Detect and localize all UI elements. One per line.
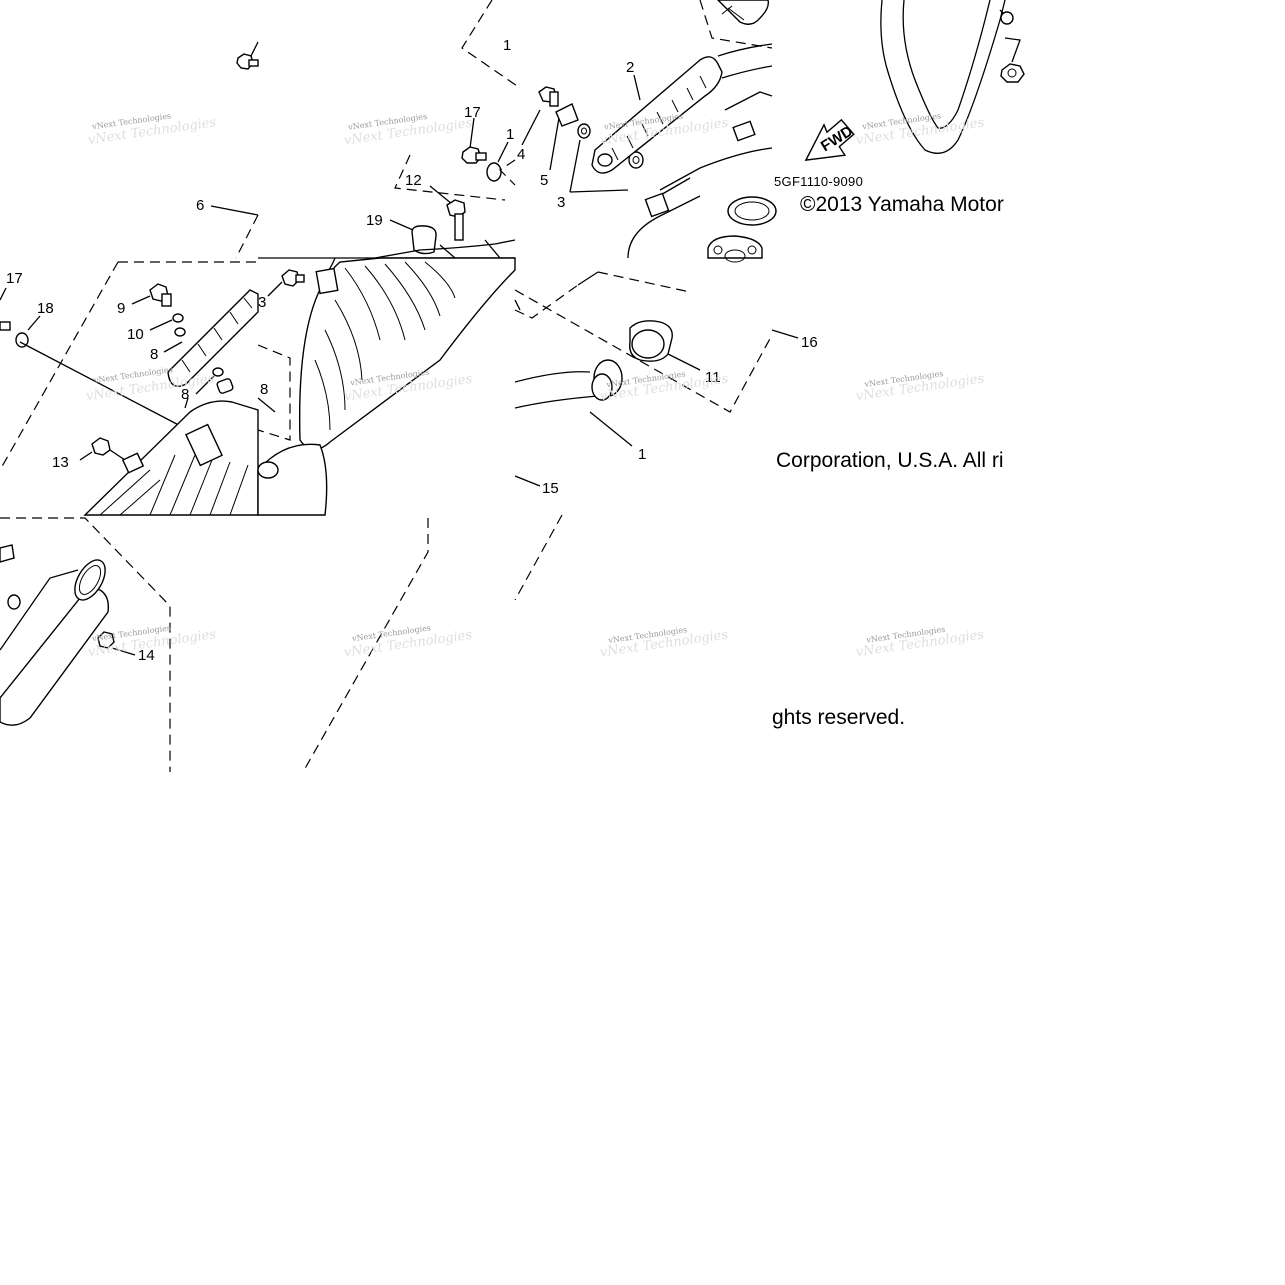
callout-1-pipe: 1	[638, 446, 646, 463]
rubber-cap-part	[411, 225, 437, 255]
bolt-part	[0, 321, 11, 331]
muffler-outline	[324, 239, 516, 276]
bolt-part	[97, 631, 115, 649]
clamp-part	[717, 0, 770, 25]
callout-13: 13	[52, 454, 69, 471]
muffler-body	[83, 400, 259, 516]
callout-8-a: 8	[150, 346, 158, 363]
muffler-main-body	[298, 257, 516, 451]
tile-middle-right-inner	[514, 271, 799, 447]
tile-middle-middle	[257, 257, 516, 516]
tail-pipe	[257, 443, 328, 516]
copyright-line-2: Corporation, U.S.A. All ri	[776, 449, 1004, 472]
bolt-part	[236, 53, 259, 70]
copyright-line-1: ©2013 Yamaha Motor	[800, 193, 1004, 216]
callout-10: 10	[127, 326, 144, 343]
tile-top-right: FWD 5GF1110-9090 ©2013 Yamaha Motor	[774, 0, 1025, 216]
gasket-flange-part	[707, 235, 763, 263]
callout-8-b: 8	[181, 386, 189, 403]
exhaust-pipe-loop	[880, 0, 1006, 154]
callout-17-left: 17	[6, 270, 23, 287]
bolt-part	[538, 86, 559, 107]
tile-bottom-right-inner	[514, 475, 563, 601]
callout-16: 16	[801, 334, 818, 351]
callout-19: 19	[366, 212, 383, 229]
callout-18: 18	[37, 300, 54, 317]
callout-1-top: 1	[503, 37, 511, 54]
tile-top-right-inner	[521, 0, 777, 263]
bolt-part	[149, 283, 172, 307]
tile-bottom-middle	[302, 518, 429, 773]
tile-bottom-right: ghts reserved.	[772, 706, 905, 729]
callout-14: 14	[138, 647, 155, 664]
callout-6: 6	[196, 197, 204, 214]
bracket-plate-part	[555, 103, 579, 127]
bolt-part	[461, 146, 487, 164]
nut-part	[281, 269, 305, 287]
callout-4: 4	[517, 146, 525, 163]
callout-12: 12	[405, 172, 422, 189]
nut-part	[91, 437, 111, 456]
copyright-line-3: ghts reserved.	[772, 706, 905, 729]
silencer-end	[0, 544, 110, 726]
bushing-part	[629, 320, 673, 362]
callout-17-top: 17	[464, 104, 481, 121]
bolt-part	[446, 199, 466, 241]
drawing-code: 5GF1110-9090	[774, 174, 863, 189]
callout-9: 9	[117, 300, 125, 317]
heat-protector-part	[591, 56, 723, 174]
callout-2: 2	[626, 59, 634, 76]
callout-8-c: 8	[260, 381, 268, 398]
nut-part	[1000, 63, 1025, 83]
heat-protector-part	[167, 289, 259, 387]
tile-top-middle	[258, 0, 521, 276]
callout-3-right: 3	[557, 194, 565, 211]
tile-top-left	[210, 41, 259, 259]
callout-3-middle: 3	[258, 294, 266, 311]
tile-bottom-left	[0, 517, 171, 772]
callout-1-washer: 1	[506, 126, 514, 143]
exhaust-pipe-front	[514, 359, 623, 409]
callout-15: 15	[542, 480, 559, 497]
callout-5: 5	[540, 172, 548, 189]
fwd-arrow-icon: FWD	[804, 118, 856, 161]
tile-middle-left	[0, 261, 259, 516]
callout-11: 11	[705, 369, 721, 386]
callout-labels: 1 1 1 2 3 3 4 5 6 17 12 19 17 18 9 10 8 …	[6, 37, 818, 664]
tile-middle-right: Corporation, U.S.A. All ri	[776, 449, 1004, 472]
